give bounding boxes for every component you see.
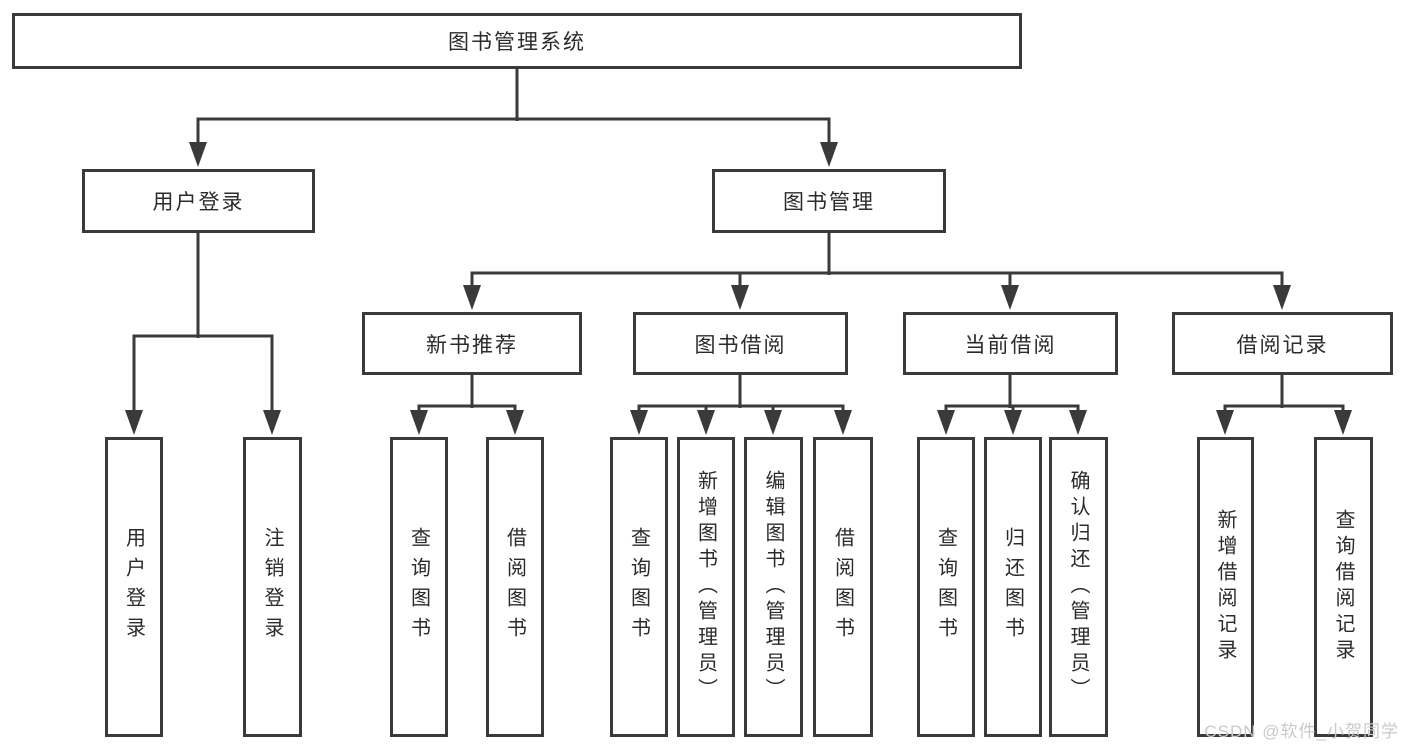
node-borrow-records: 借阅记录 (1172, 312, 1393, 375)
leaf-recommend-query-books: 查询图书 (390, 437, 448, 737)
leaf-return-books: 归还图书 (984, 437, 1042, 737)
leaf-query-borrow-record: 查询借阅记录 (1314, 437, 1373, 737)
leaf-borrow-query-books: 查询图书 (610, 437, 668, 737)
node-book-management: 图书管理 (712, 169, 946, 233)
leaf-confirm-return-admin: 确认归还（管理员） (1049, 437, 1108, 737)
leaf-edit-books-admin: 编辑图书（管理员） (744, 437, 803, 737)
csdn-watermark: CSDN @软件_小贺同学 (1204, 722, 1399, 741)
leaf-logout-login: 注销登录 (243, 437, 302, 737)
leaf-user-login: 用户登录 (105, 437, 163, 737)
node-new-book-recommend: 新书推荐 (362, 312, 582, 375)
node-current-borrow: 当前借阅 (903, 312, 1118, 375)
node-user-login: 用户登录 (82, 169, 315, 233)
leaf-recommend-borrow-books: 借阅图书 (486, 437, 544, 737)
leaf-current-query-books: 查询图书 (917, 437, 975, 737)
leaf-add-borrow-record: 新增借阅记录 (1197, 437, 1254, 737)
node-book-borrow: 图书借阅 (633, 312, 848, 375)
leaf-borrow-borrow-books: 借阅图书 (813, 437, 873, 737)
leaf-add-books-admin: 新增图书（管理员） (677, 437, 735, 737)
node-system-root: 图书管理系统 (12, 13, 1022, 69)
